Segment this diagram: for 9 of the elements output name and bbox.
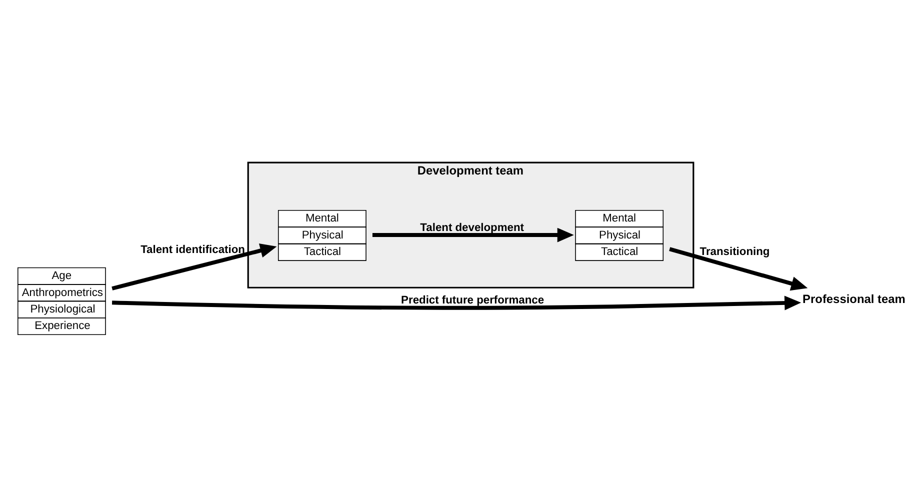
node-text: Professional team — [802, 292, 906, 306]
arrow — [669, 247, 808, 291]
edge-label: Predict future performance — [401, 294, 544, 307]
edge-label: Transitioning — [700, 246, 770, 258]
arrow — [372, 228, 574, 242]
arrow — [112, 296, 802, 310]
edge-label: Talent identification — [140, 244, 245, 256]
edge-label: Talent development — [420, 222, 524, 234]
arrow — [112, 244, 277, 290]
